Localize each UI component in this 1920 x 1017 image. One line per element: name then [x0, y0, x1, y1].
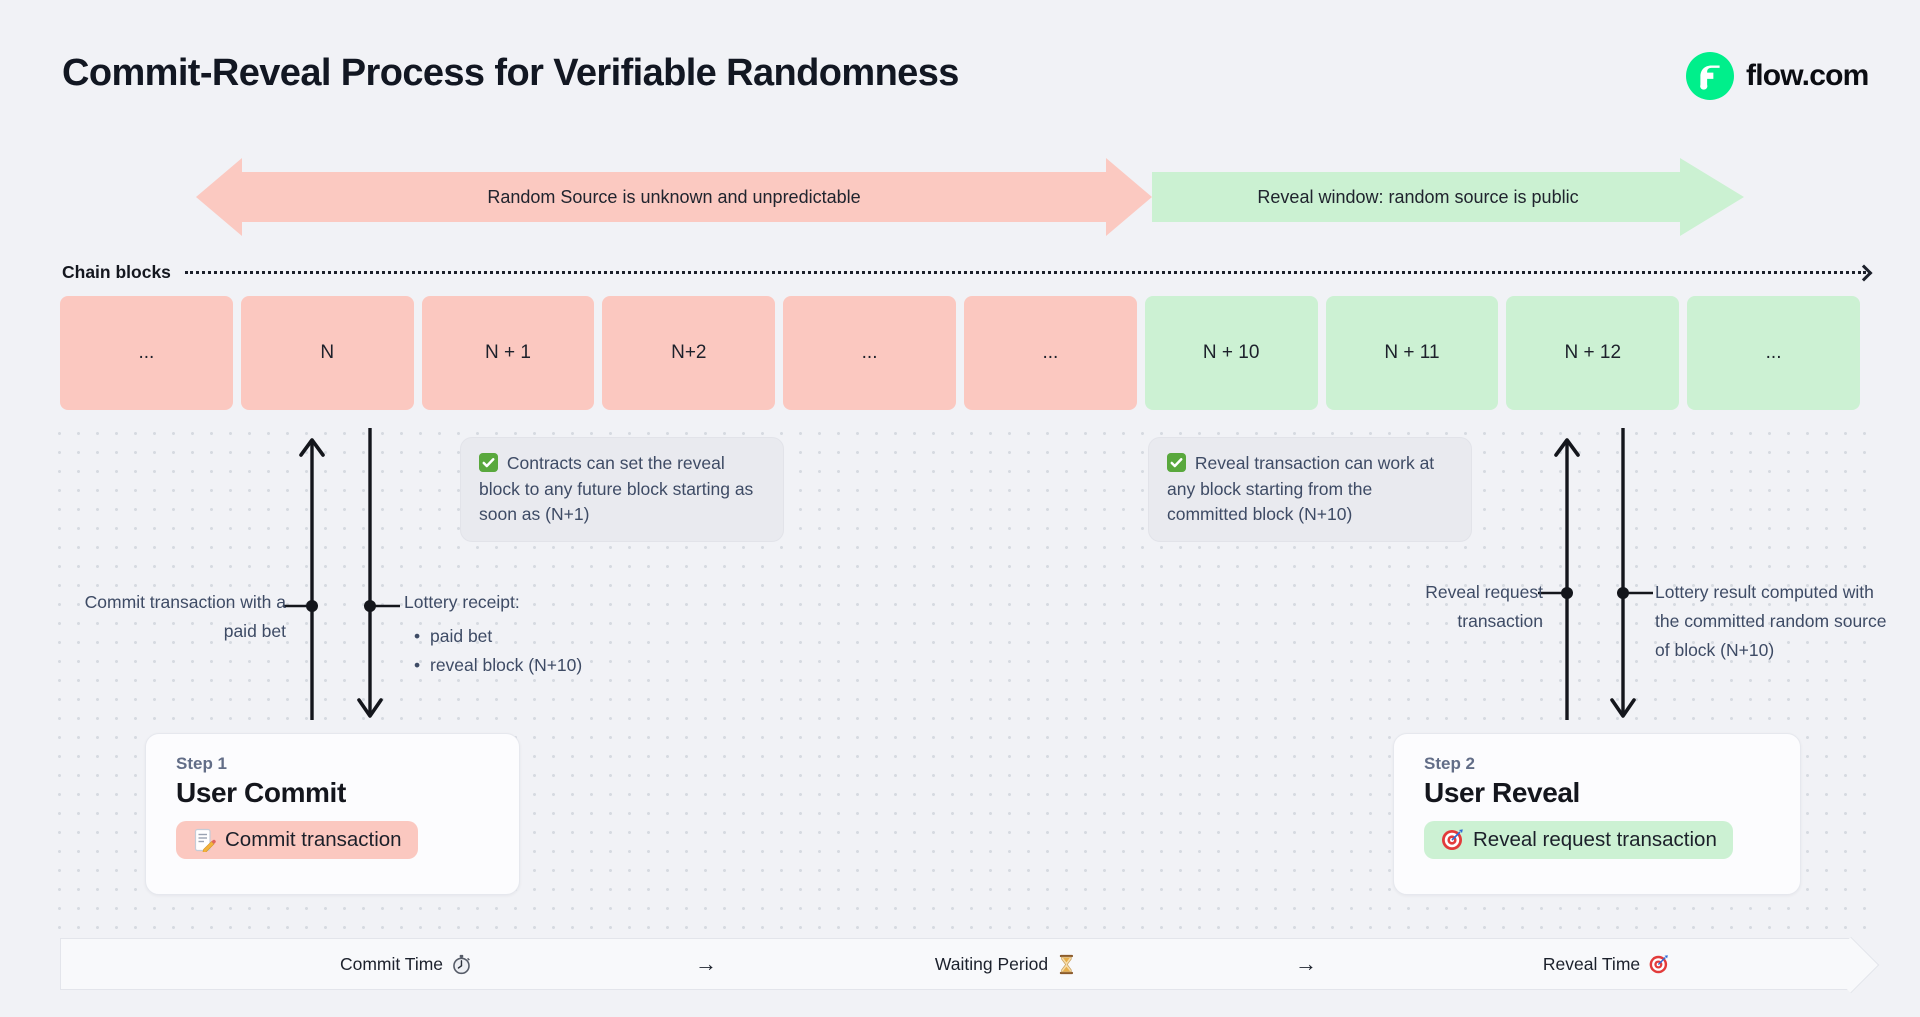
chain-block: N + 12 [1506, 296, 1680, 410]
lottery-receipt-title: Lottery receipt: [404, 592, 520, 612]
commit-transaction-badge: Commit transaction [176, 821, 418, 859]
step1-card: Step 1 User Commit Commit transaction [145, 733, 520, 895]
chain-block: N + 1 [421, 296, 595, 410]
step2-card: Step 2 User Reveal Reveal request transa… [1393, 733, 1801, 895]
receipt-bullet: reveal block (N+10) [404, 651, 664, 680]
lottery-receipt-list: paid bet reveal block (N+10) [404, 622, 664, 680]
reveal-request-label: Reveal request transaction [1425, 582, 1543, 631]
chain-block: ... [783, 296, 956, 410]
commit-note: Contracts can set the reveal block to an… [460, 437, 784, 543]
step2-badge-label: Reveal request transaction [1473, 828, 1717, 851]
lottery-result-label: Lottery result computed with the committ… [1655, 582, 1887, 660]
step1-badge-label: Commit transaction [225, 828, 402, 851]
timeline-waiting-period: Waiting Period [935, 939, 1077, 989]
chain-block: N+2 [602, 296, 776, 410]
chain-block: ... [60, 296, 233, 410]
target-icon [1649, 954, 1669, 973]
reveal-phase-arrow: Reveal window: random source is public [1152, 158, 1744, 236]
chain-block: N + 11 [1325, 296, 1499, 410]
timeline-arrow: → [1295, 939, 1317, 989]
timeline-reveal-time: Reveal Time [1543, 939, 1669, 989]
chain-block: ... [963, 296, 1137, 410]
commit-transaction-arrows [283, 428, 400, 720]
commit-transaction-label: Commit transaction with a paid bet [84, 592, 286, 641]
chain-block: N [240, 296, 414, 410]
arrow-glyph: → [695, 951, 717, 976]
chain-blocks-header: Chain blocks [62, 262, 1873, 283]
reveal-note: Reveal transaction can work at any block… [1148, 437, 1472, 543]
stopwatch-icon [453, 954, 470, 974]
page-title: Commit-Reveal Process for Verifiable Ran… [62, 52, 959, 94]
step2-kicker: Step 2 [1424, 754, 1476, 773]
arrow-glyph: → [1295, 951, 1317, 976]
reveal-note-text: Reveal transaction can work at any block… [1167, 453, 1435, 525]
memo-icon [194, 828, 216, 852]
commit-phase-arrow: Random Source is unknown and unpredictab… [196, 158, 1152, 236]
chain-block: ... [1687, 296, 1860, 410]
step1-kicker: Step 1 [176, 754, 228, 773]
timeline-bar: Commit Time → Waiting Period → [60, 938, 1852, 990]
flow-brand-link[interactable]: flow.com [1686, 52, 1869, 100]
target-icon [1442, 829, 1463, 850]
waiting-period-label: Waiting Period [934, 953, 1049, 974]
flow-logo-icon [1686, 52, 1734, 100]
reveal-transaction-arrows [1538, 428, 1653, 720]
step2-title: User Reveal [1424, 777, 1580, 808]
chain-dotted-line [184, 271, 1866, 274]
chain-block-row: ... N N + 1 N+2 ... ... N + 10 N + 11 N … [60, 296, 1860, 410]
commit-note-text: Contracts can set the reveal block to an… [479, 453, 754, 525]
lottery-receipt-label: Lottery receipt: paid bet reveal block (… [404, 588, 664, 680]
chain-block: N + 10 [1144, 296, 1318, 410]
chain-blocks-label: Chain blocks [62, 262, 171, 282]
commit-phase-label: Random Source is unknown and unpredictab… [487, 186, 861, 207]
receipt-bullet: paid bet [404, 622, 664, 651]
timeline-commit-time: Commit Time [340, 939, 472, 989]
step1-title: User Commit [176, 777, 346, 808]
reveal-request-badge: Reveal request transaction [1424, 821, 1733, 859]
timeline-arrow: → [695, 939, 717, 989]
check-icon [479, 453, 498, 472]
reveal-time-label: Reveal Time [1542, 953, 1641, 974]
chain-arrow-icon [1855, 264, 1873, 281]
reveal-phase-label: Reveal window: random source is public [1257, 186, 1579, 207]
commit-time-label: Commit Time [339, 953, 444, 974]
hourglass-icon [1060, 954, 1074, 974]
brand-name: flow.com [1746, 59, 1869, 92]
check-icon [1167, 453, 1186, 472]
